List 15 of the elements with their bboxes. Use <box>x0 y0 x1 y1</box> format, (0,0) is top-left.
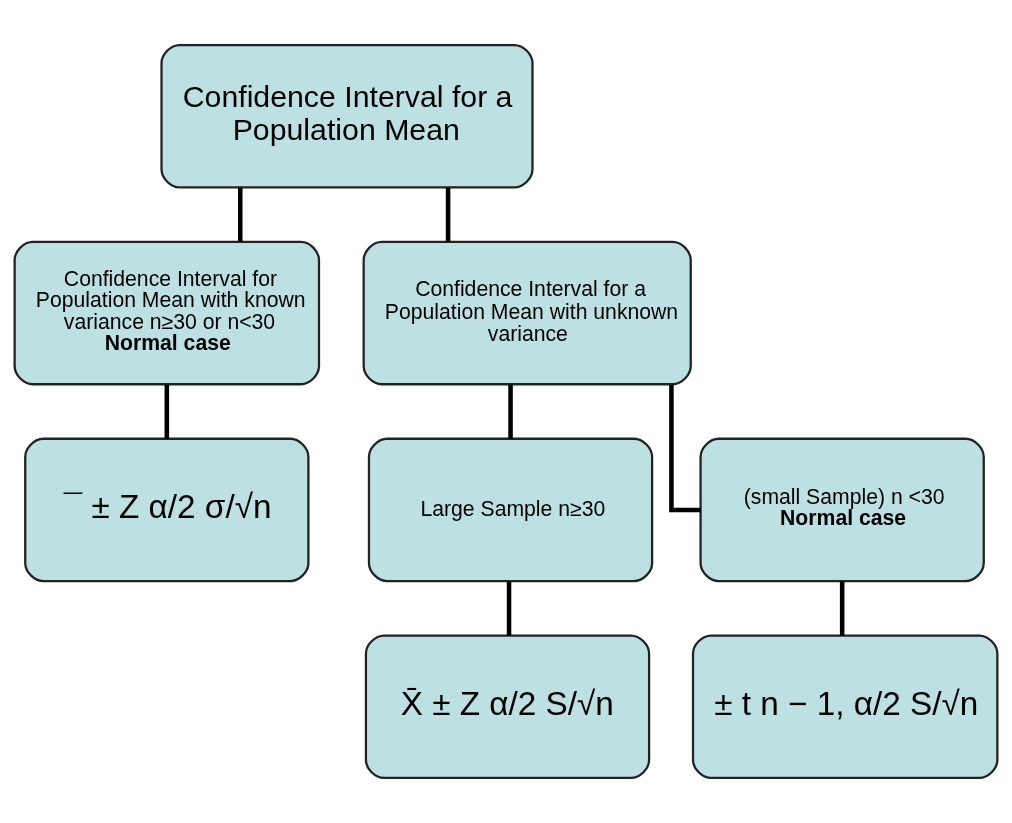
connector <box>508 384 513 439</box>
node-box: ¯ ± Z α/2 σ/√n <box>24 437 310 583</box>
connector <box>238 187 243 242</box>
node-box: Large Sample n≥30 <box>367 437 654 583</box>
connector <box>669 384 701 513</box>
node-box: Confidence Interval for Population Mean with known variance n≥30 or n<30 Normal case <box>13 240 321 386</box>
node-box: X̄ ± Z α/2 S/√n <box>364 634 651 780</box>
connector <box>445 187 451 242</box>
node-box: (small Sample) n <30 Normal case <box>699 437 985 583</box>
node-box: Confidence Interval for a Population Mean <box>160 43 534 189</box>
connector <box>164 384 170 439</box>
connector <box>839 581 845 636</box>
connector <box>506 581 512 636</box>
node-box: Confidence Interval for a Population Mean with unknown variance <box>362 240 692 386</box>
node-box: ± t n − 1, α/2 S/√n <box>691 634 999 780</box>
